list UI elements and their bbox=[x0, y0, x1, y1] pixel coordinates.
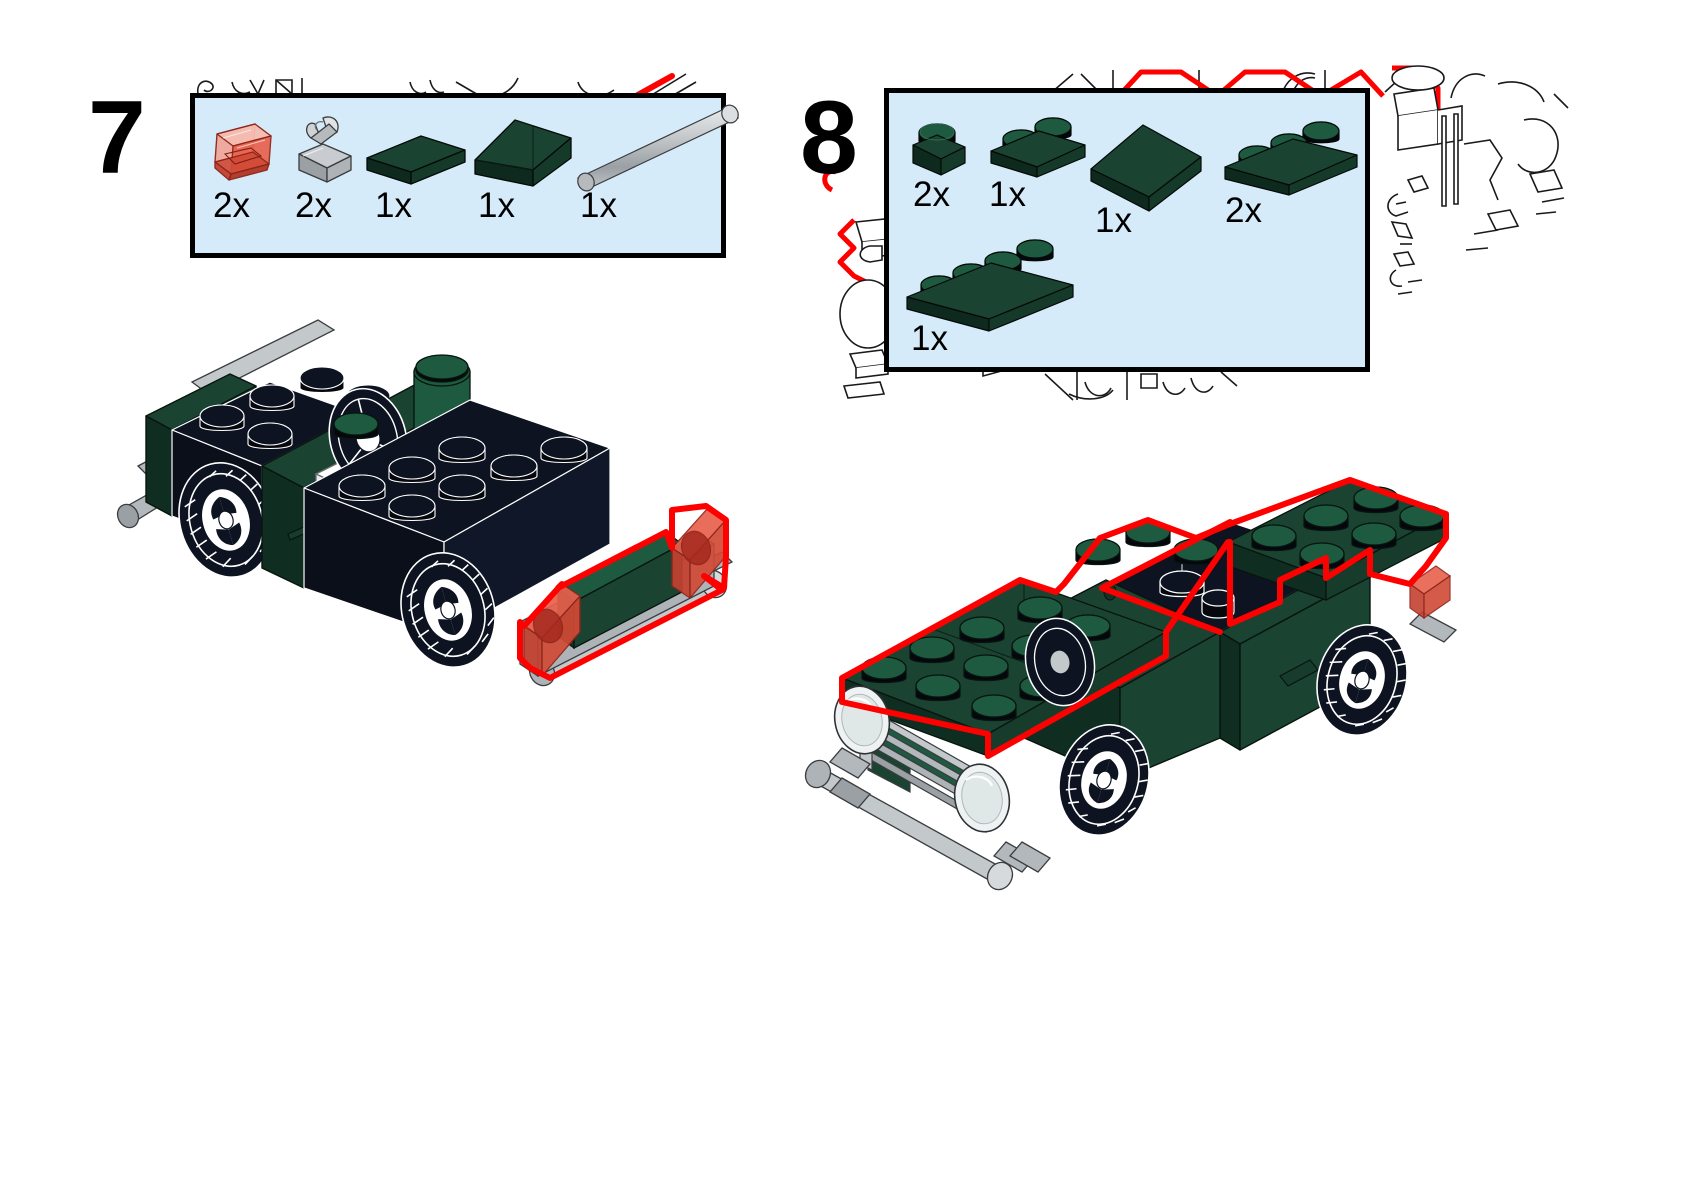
part-icon-trans-red-slope-1x1 bbox=[207, 118, 281, 190]
part-icon-green-tile-2x2 bbox=[1085, 115, 1215, 215]
step-number-8: 8 bbox=[800, 80, 858, 196]
part-icon-grey-bar-6l bbox=[570, 104, 750, 192]
part-icon-green-plate-1x3 bbox=[1219, 111, 1365, 197]
part-icon-green-tile-1x2 bbox=[363, 126, 473, 188]
highlight-outline-step7 bbox=[517, 503, 729, 681]
model-jeep-step-7 bbox=[110, 319, 780, 750]
part-qty-step8-1: 1x bbox=[989, 175, 1026, 214]
part-icon-green-plate-1x2 bbox=[985, 107, 1095, 187]
part-qty-step7-4: 1x bbox=[580, 186, 617, 225]
part-qty-step7-2: 1x bbox=[375, 186, 412, 225]
part-icon-green-brick-1x1 bbox=[907, 117, 977, 185]
part-qty-step8-3: 2x bbox=[1225, 191, 1262, 230]
part-qty-step8-0: 2x bbox=[913, 175, 950, 214]
part-qty-step7-0: 2x bbox=[213, 186, 250, 225]
part-qty-step7-1: 2x bbox=[295, 186, 332, 225]
part-icon-grey-clip-plate-1x1 bbox=[289, 112, 367, 190]
parts-callout-step-7: 2x bbox=[190, 93, 740, 258]
part-qty-step8-2: 1x bbox=[1095, 201, 1132, 240]
part-qty-step7-3: 1x bbox=[478, 186, 515, 225]
model-jeep-step-8 bbox=[804, 477, 1510, 910]
part-qty-step8-4: 1x bbox=[911, 319, 948, 358]
part-icon-green-plate-1x4 bbox=[901, 223, 1081, 332]
part-icon-green-slope-1x2 bbox=[467, 112, 587, 194]
ghost-lineart-right-truck bbox=[1378, 54, 1678, 384]
parts-callout-step-8: 2x 1x bbox=[884, 88, 1370, 372]
step-number-7: 7 bbox=[88, 80, 146, 196]
highlight-outline-step8-hood bbox=[839, 477, 1449, 759]
highlight-outline-step8-cockpit bbox=[1099, 519, 1233, 635]
